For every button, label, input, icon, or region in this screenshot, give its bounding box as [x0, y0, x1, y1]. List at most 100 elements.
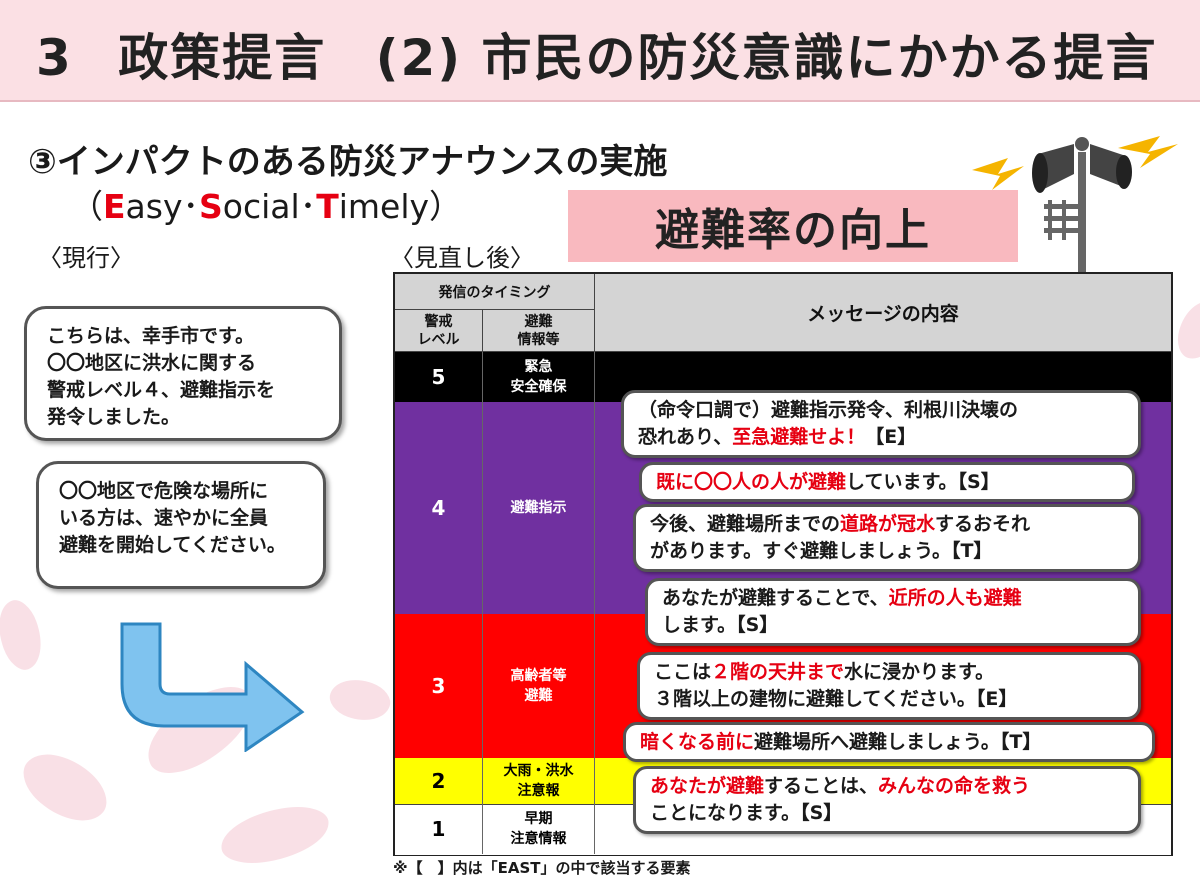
header-info: 避難 情報等 — [483, 310, 595, 352]
message-line: ことになります。【S】 — [650, 800, 1124, 827]
message-line: （命令口調で）避難指示発令、利根川決壊の — [638, 397, 1124, 424]
message-text: 避難場所へ避難しましょう。【T】 — [754, 731, 1042, 753]
message-text: 恐れあり、 — [638, 426, 733, 448]
east-separator: ･ — [182, 187, 200, 226]
message-bubble: ここは２階の天井まで水に浸かります。３階以上の建物に避難してください。【E】 — [637, 652, 1141, 720]
level-number: 1 — [395, 804, 483, 854]
sakura-petal — [12, 737, 118, 838]
section-number: 3 — [36, 29, 73, 87]
message-line: ここは２階の天井まで水に浸かります。 — [654, 659, 1124, 686]
box-line: 〇〇地区で危険な場所に — [59, 480, 269, 502]
section-title: 政策提言 — [118, 29, 327, 87]
current-message-box-1: こちらは、幸手市です。〇〇地区に洪水に関する警戒レベル４、避難指示を発令しました… — [24, 306, 342, 441]
message-line: あなたが避難することで、近所の人も避難 — [662, 585, 1124, 612]
message-emphasis: 至急避難せよ！ — [732, 426, 866, 448]
message-line: 暗くなる前に避難場所へ避難しましょう。【T】 — [640, 729, 1138, 756]
message-line: 今後、避難場所までの道路が冠水するおそれ — [650, 511, 1124, 538]
slide-subtitle: ③インパクトのある防災アナウンスの実施 — [28, 142, 668, 182]
box-line: 警戒レベル４、避難指示を — [47, 379, 276, 401]
east-acronym-line: （Easy･Social･Timely） — [70, 180, 462, 228]
level-info: 緊急安全確保 — [483, 352, 595, 402]
speaker-icon — [972, 136, 1178, 278]
level-info-line: 緊急 — [524, 359, 553, 375]
box-line: 発令しました。 — [47, 406, 181, 428]
level-info: 避難指示 — [483, 402, 595, 614]
sakura-petal — [1172, 295, 1200, 365]
level-info-line: 避難指示 — [510, 500, 567, 516]
message-emphasis: 暗くなる前に — [640, 731, 755, 753]
message-line: あなたが避難することは、みんなの命を救う — [650, 773, 1124, 800]
message-bubble: あなたが避難することは、みんなの命を救うことになります。【S】 — [633, 766, 1141, 834]
level-info: 早期注意情報 — [483, 804, 595, 854]
box-line: 〇〇地区に洪水に関する — [47, 352, 257, 374]
level-info-line: 注意情報 — [510, 831, 567, 847]
sakura-petal — [216, 800, 334, 870]
message-text: しています。【S】 — [846, 471, 1000, 493]
east-close: ） — [429, 187, 463, 226]
message-emphasis: みんなの命を救う — [878, 775, 1031, 797]
message-line: があります。すぐ避難しましょう。【T】 — [650, 538, 1124, 565]
level-number: 3 — [395, 614, 483, 758]
level-info: 高齢者等避難 — [483, 614, 595, 758]
label-current: 〈現行〉 — [38, 244, 134, 272]
message-line: します。【S】 — [662, 612, 1124, 639]
sakura-petal — [324, 670, 396, 730]
message-text: 【E】 — [865, 426, 917, 448]
message-bubble: 今後、避難場所までの道路が冠水するおそれがあります。すぐ避難しましょう。【T】 — [633, 504, 1141, 572]
message-text: があります。すぐ避難しましょう。【T】 — [650, 540, 993, 562]
level-info-line: 高齢者等 — [510, 668, 567, 684]
box-line: いる方は、速やかに全員 — [59, 507, 269, 529]
east-word-rest: ocial — [222, 187, 300, 226]
message-text: 今後、避難場所までの — [650, 513, 841, 535]
header-level: 警戒 レベル — [395, 310, 483, 352]
message-emphasis: 既に〇〇人の人が避難 — [656, 471, 847, 493]
message-bubble: 既に〇〇人の人が避難しています。【S】 — [639, 462, 1135, 502]
message-emphasis: 近所の人も避難 — [888, 587, 1022, 609]
current-message-box-2: 〇〇地区で危険な場所にいる方は、速やかに全員避難を開始してください。 — [36, 461, 326, 589]
message-text: することは、 — [764, 775, 879, 797]
level-info-line: 大雨・洪水 — [503, 763, 574, 779]
message-text: するおそれ — [935, 513, 1031, 535]
message-bubble: （命令口調で）避難指示発令、利根川決壊の恐れあり、至急避難せよ！【E】 — [621, 390, 1141, 458]
goal-banner: 避難率の向上 — [568, 190, 1018, 262]
message-line: ３階以上の建物に避難してください。【E】 — [654, 686, 1124, 713]
lightning-icon — [1118, 136, 1178, 168]
level-number: 2 — [395, 758, 483, 804]
level-number: 5 — [395, 352, 483, 402]
east-word-rest: asy — [125, 187, 183, 226]
level-info: 大雨・洪水注意報 — [483, 758, 595, 804]
east-word-rest: imely — [338, 187, 430, 226]
east-separator: ･ — [299, 187, 317, 226]
level-number: 4 — [395, 402, 483, 614]
level-info-line: 注意報 — [517, 783, 560, 799]
lightning-icon — [972, 158, 1024, 190]
header-message: メッセージの内容 — [595, 274, 1171, 352]
message-text: あなたが避難することで、 — [662, 587, 889, 609]
message-text: ここは — [654, 661, 712, 683]
message-bubble: 暗くなる前に避難場所へ避難しましょう。【T】 — [623, 722, 1155, 762]
message-text: ３階以上の建物に避難してください。【E】 — [654, 688, 1018, 710]
sakura-petal — [0, 595, 51, 675]
section-subtitle: (2) 市民の防災意識にかかる提言 — [375, 29, 1158, 87]
label-revised: 〈見直し後〉 — [390, 244, 534, 272]
message-text: 水に浸かります。 — [844, 661, 995, 683]
footnote: ※【 】内は「EAST」の中で該当する要素 — [393, 859, 691, 877]
east-open: （ — [70, 187, 103, 226]
east-capital: S — [199, 187, 223, 226]
message-line: 既に〇〇人の人が避難しています。【S】 — [656, 469, 1118, 496]
message-emphasis: ２階の天井まで — [711, 661, 845, 683]
message-text: ことになります。【S】 — [650, 802, 843, 824]
message-line: 恐れあり、至急避難せよ！【E】 — [638, 424, 1124, 451]
level-info-line: 早期 — [524, 811, 553, 827]
message-text: します。【S】 — [662, 614, 779, 636]
message-emphasis: あなたが避難 — [650, 775, 765, 797]
header: 3 政策提言 (2) 市民の防災意識にかかる提言 — [0, 0, 1200, 102]
message-bubble: あなたが避難することで、近所の人も避難します。【S】 — [645, 578, 1141, 646]
box-line: 避難を開始してください。 — [59, 534, 286, 556]
box-line: こちらは、幸手市です。 — [47, 325, 255, 347]
message-text: （命令口調で）避難指示発令、利根川決壊の — [638, 399, 1019, 421]
message-emphasis: 道路が冠水 — [840, 513, 936, 535]
level-info-line: 安全確保 — [510, 379, 567, 395]
east-capital: E — [103, 187, 126, 226]
